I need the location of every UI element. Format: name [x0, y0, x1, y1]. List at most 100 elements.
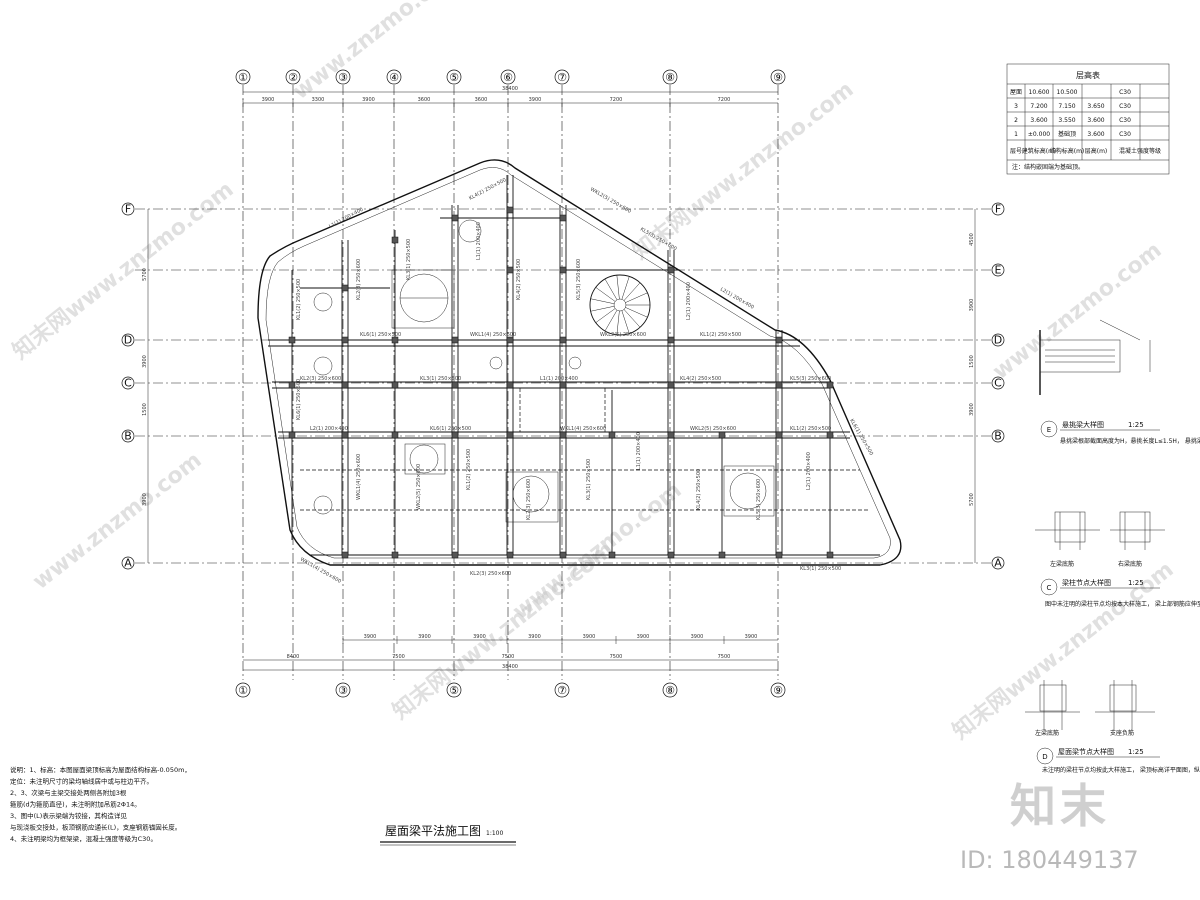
- opening-circle-4: [729, 472, 767, 510]
- column: [667, 551, 675, 559]
- image-id: ID: 180449137: [960, 846, 1139, 874]
- column: [608, 551, 616, 559]
- axis-bubble-bottom: [554, 682, 570, 698]
- detail-C-right-label: 右梁底筋: [1118, 560, 1142, 568]
- column: [341, 284, 349, 292]
- column: [506, 431, 514, 439]
- table-cell: 3.600: [1087, 131, 1104, 138]
- axis-label-right: D: [994, 334, 1002, 347]
- beam-label: WKL2(5) 250×600: [600, 332, 646, 338]
- general-notes: 说明：1、标高：本图屋面梁顶标高为屋面结构标高-0.050m， 定位：未注明尺寸…: [10, 765, 191, 843]
- axis-bubble-top: [235, 69, 251, 85]
- column: [775, 551, 783, 559]
- column: [451, 336, 459, 344]
- dim-left-span: 1500: [142, 403, 148, 416]
- opening-box-4: [404, 443, 446, 475]
- beam-label: L2(1) 200×400: [806, 452, 812, 490]
- dim-left-span: 3900: [142, 493, 148, 506]
- note-line: 说明：1、标高：本图屋面梁顶标高为屋面结构标高-0.050m，: [10, 765, 191, 774]
- table-header-cell: 层号: [1010, 148, 1022, 155]
- watermark-8: www.znzmo.com: [988, 238, 1166, 385]
- note-line: 与现浇板交接处，板顶钢筋应通长(L)，支座钢筋锚固长度。: [10, 823, 181, 832]
- beam-label: KL6(1) 250×500: [296, 379, 302, 420]
- column: [667, 266, 675, 274]
- axis-label-right: F: [995, 203, 1001, 216]
- table-cell: 基础顶: [1058, 130, 1076, 138]
- axis-bubble-top: [335, 69, 351, 85]
- axis-bubble-top: [386, 69, 402, 85]
- column: [718, 431, 726, 439]
- beam-label: KL3(1) 250×500: [420, 376, 461, 382]
- axis-bubble-right: [991, 333, 1005, 347]
- axis-bubble-top: [285, 69, 301, 85]
- column: [341, 336, 349, 344]
- axis-label-top: ⑤: [449, 71, 459, 84]
- axis-bubble-right: [991, 556, 1005, 570]
- column: [559, 214, 567, 222]
- column: [341, 431, 349, 439]
- brand-logo: 知末: [1010, 779, 1110, 833]
- note-line: 4、未注明梁均为框架梁，混凝土强度等级为C30。: [10, 834, 157, 843]
- column: [608, 431, 616, 439]
- detail-D-note: 未注明的梁柱节点均按此大样施工， 梁顶标高详平面图，纵筋锚固详图集。: [1042, 766, 1200, 774]
- beam-label: KL4(2) 250×500: [696, 469, 702, 510]
- axis-bubble-top: [662, 69, 678, 85]
- detail-D-marker: [1036, 747, 1054, 765]
- axis-label-bottom: ⑤: [449, 684, 459, 697]
- axis-bubble-left: [121, 429, 135, 443]
- dim-bottom-span: 7500: [502, 654, 515, 660]
- beam-label: L1(1) 200×400: [636, 432, 642, 470]
- outline-inner: [265, 167, 891, 559]
- table-frame: [1006, 63, 1170, 175]
- beam-label: L2(1) 200×400: [310, 426, 348, 432]
- axis-bubble-bottom: [335, 682, 351, 698]
- beam-label: KL2(3) 250×600: [526, 479, 532, 520]
- axis-bubble-bottom: [235, 682, 251, 698]
- beam-label: L1(1) 200×400: [476, 222, 482, 260]
- column: [826, 551, 834, 559]
- axis-bubble-right: [991, 376, 1005, 390]
- dim-bottom-inner: 3900: [418, 634, 431, 640]
- axis-label-right: C: [994, 377, 1002, 390]
- dim-bottom-inner: 3900: [745, 634, 758, 640]
- table-footnote: 注：结构嵌固端为基础顶。: [1012, 163, 1084, 171]
- table-cell: 3: [1014, 103, 1018, 110]
- detail-E-title: 悬挑梁大样图: [1062, 420, 1104, 429]
- dim-right-span: 3900: [969, 403, 975, 416]
- column-layer: [288, 206, 834, 559]
- detail-D-left-label: 左梁底筋: [1035, 729, 1059, 737]
- watermark-6: www.znzmo.com: [508, 478, 686, 625]
- table-cell: 2: [1014, 117, 1018, 124]
- dim-bottom-inner: 3900: [637, 634, 650, 640]
- axis-bubble-top: [554, 69, 570, 85]
- column: [391, 336, 399, 344]
- beam-label: WKL1(4) 250×600: [560, 426, 606, 432]
- axis-bubble-left: [121, 376, 135, 390]
- opening-box-3: [723, 465, 775, 517]
- column: [451, 431, 459, 439]
- axis-bubble-right: [991, 263, 1005, 277]
- beam-label: KL2(3) 250×600: [356, 259, 362, 300]
- axis-bubble-right: [991, 202, 1005, 216]
- table-cell: C30: [1119, 103, 1131, 110]
- watermark-3: 知末网www.znzmo.com: [628, 76, 859, 264]
- column: [826, 381, 834, 389]
- detail-C-left-label: 左梁底筋: [1050, 560, 1074, 568]
- column: [559, 266, 567, 274]
- axis-bubble-top: [500, 69, 516, 85]
- beam-label: KL6(1) 250×500: [430, 426, 471, 432]
- column: [559, 551, 567, 559]
- dim-left-span: 3900: [142, 355, 148, 368]
- table-cell: 3.550: [1058, 117, 1075, 124]
- dim-right-span: 3900: [969, 299, 975, 312]
- dim-bottom-inner: 3900: [364, 634, 377, 640]
- column: [506, 206, 514, 214]
- dim-bottom-inner: 3900: [528, 634, 541, 640]
- dim-right-span: 4500: [969, 233, 975, 246]
- axis-bubble-left: [121, 202, 135, 216]
- detail-C-marker: [1040, 578, 1058, 596]
- column: [391, 551, 399, 559]
- beam-label: KL1(2) 250×500: [466, 449, 472, 490]
- note-line: 定位：未注明尺寸的梁均轴线居中或与柱边平齐。: [10, 777, 153, 786]
